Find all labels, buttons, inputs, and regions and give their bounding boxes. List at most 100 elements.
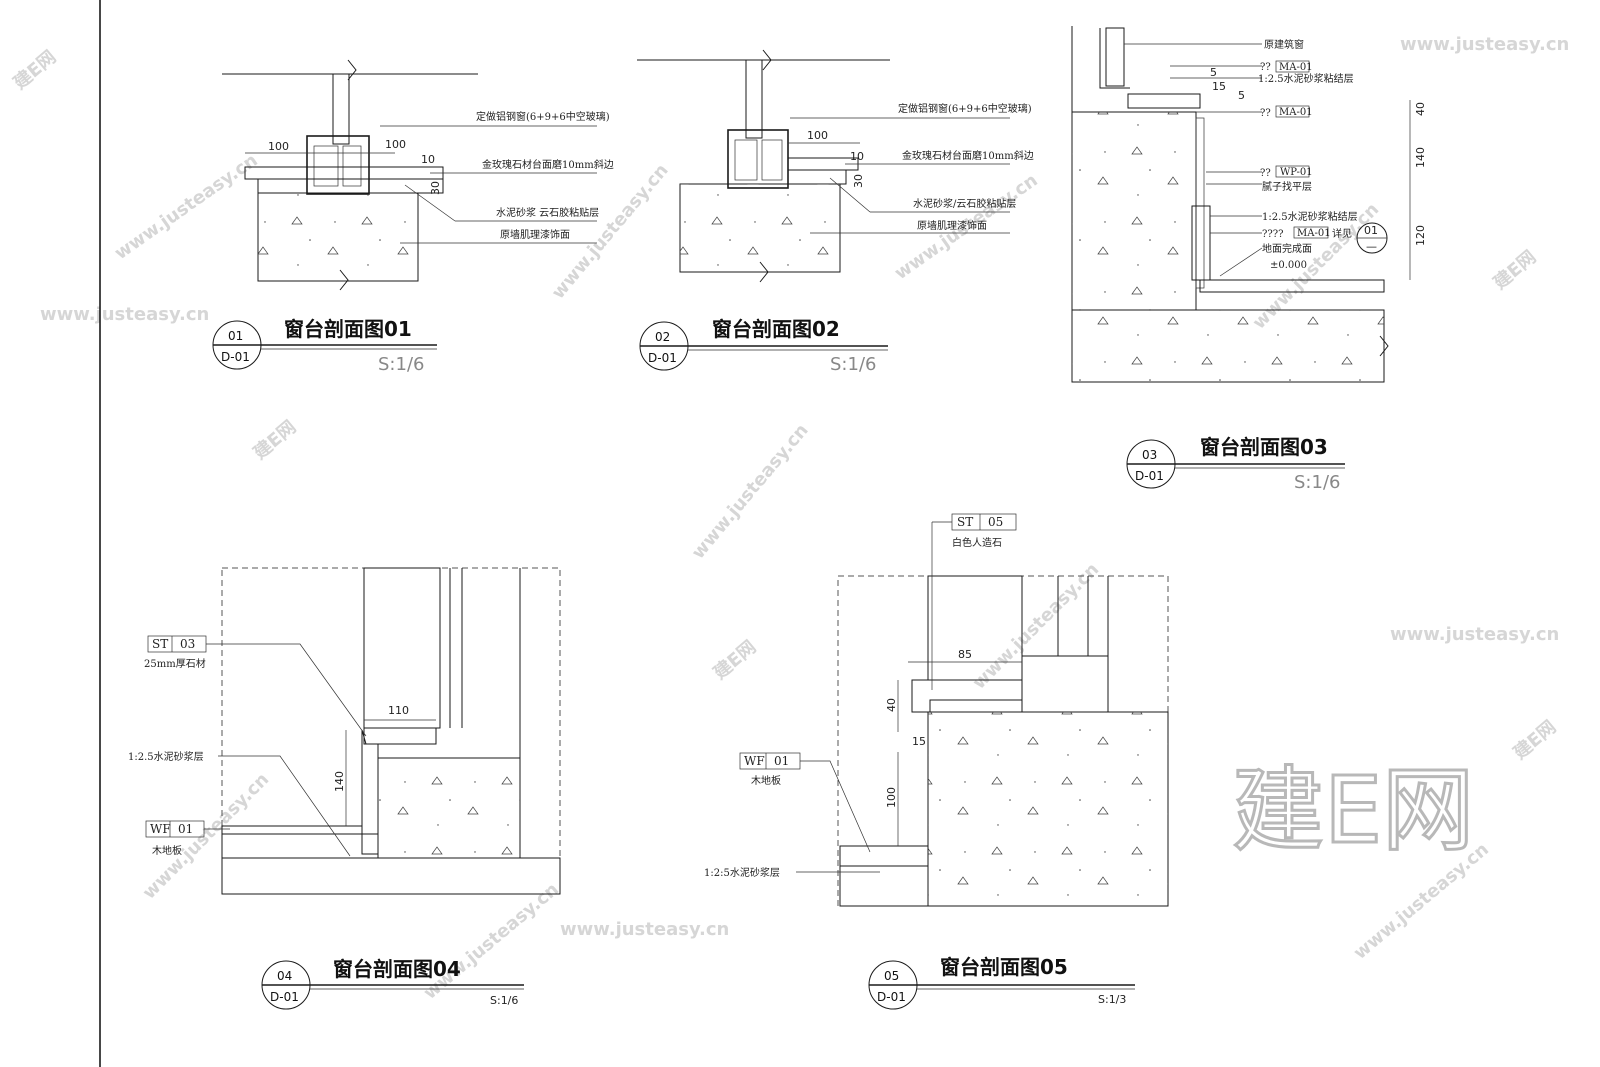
dimension-text: 15 xyxy=(1212,80,1226,93)
material-code: MA-01 xyxy=(1279,107,1313,118)
detail-04: 110 140 ST 03 25mm厚石材 1:2.5水泥砂浆层 WF 01 木… xyxy=(128,567,561,1010)
break-symbol xyxy=(762,49,772,71)
material-tag-number: 03 xyxy=(180,637,195,651)
dimension-text: 140 xyxy=(333,771,346,792)
watermark-url: www.justeasy.cn xyxy=(1400,34,1569,55)
material-note: 原墙肌理漆饰面 xyxy=(917,219,987,232)
detail-05: 85 40 15 100 ST 05 白色人造石 WF 01 木地板 1:2:5… xyxy=(704,513,1169,1010)
dimension-text: 110 xyxy=(388,704,409,717)
detail-03: 原建筑窗 ?? MA-01 1:2.5水泥砂浆粘结层 ?? MA-01 ?? W… xyxy=(1071,26,1427,493)
material-tag-number: 05 xyxy=(988,515,1003,529)
sheet-number: D-01 xyxy=(221,350,250,364)
dimension-text: 100 xyxy=(807,129,828,142)
material-note: 原建筑窗 xyxy=(1264,38,1304,51)
material-tag-desc: 木地板 xyxy=(751,774,781,787)
watermark-url: www.justeasy.cn xyxy=(40,304,209,325)
detail-number: 03 xyxy=(1142,448,1157,462)
detail-title: 窗台剖面图04 xyxy=(333,957,461,981)
material-note: 1:2.5水泥砂浆层 xyxy=(128,750,204,763)
material-note: 1:2.5水泥砂浆粘结层 xyxy=(1262,210,1358,223)
material-note: 1:2.5水泥砂浆粘结层 xyxy=(1258,72,1354,85)
mortar-layer xyxy=(839,865,929,907)
detail-title: 窗台剖面图03 xyxy=(1200,435,1328,459)
watermark-url: www.justeasy.cn xyxy=(560,919,729,940)
stone-countertop xyxy=(244,166,444,180)
putty-layer xyxy=(1195,117,1205,289)
dimension-text: 100 xyxy=(885,787,898,808)
dimension-text: 40 xyxy=(1414,102,1427,116)
material-tag-number: 01 xyxy=(774,754,789,768)
watermark-brand: 建E网 xyxy=(1509,716,1560,764)
level-mark: ±0.000 xyxy=(1270,260,1307,271)
material-note: ?? xyxy=(1260,168,1271,179)
mortar-layer xyxy=(787,169,847,185)
material-code: WP-01 xyxy=(1280,167,1313,178)
material-note: 原墙肌理漆饰面 xyxy=(500,228,570,241)
detail-02: 100 10 30 定做铝钢窗(6+9+6中空玻璃) 金玫瑰石材台面磨10mm斜… xyxy=(637,49,1034,375)
window-frame xyxy=(1099,28,1130,89)
detail-title: 窗台剖面图01 xyxy=(284,317,412,341)
material-tag-desc: 木地板 xyxy=(152,844,182,857)
detail-number: 05 xyxy=(884,969,899,983)
window-glass xyxy=(745,59,763,139)
reference-number: 01 xyxy=(1364,224,1378,237)
dimension-text: 100 xyxy=(385,138,406,151)
detail-number: 02 xyxy=(655,330,670,344)
material-note: 金玫瑰石材台面磨10mm斜边 xyxy=(482,158,614,171)
dimension-text: 5 xyxy=(1238,89,1245,102)
material-note: 定做铝钢窗(6+9+6中空玻璃) xyxy=(898,102,1032,115)
dimension-text: 10 xyxy=(850,150,864,163)
material-tag-code: WF xyxy=(744,754,765,768)
detail-title: 窗台剖面图02 xyxy=(712,317,840,341)
stone-sill xyxy=(911,679,1023,713)
dimension-text: 15 xyxy=(912,735,926,748)
sheet-number: D-01 xyxy=(1135,469,1164,483)
watermark-url: www.justeasy.cn xyxy=(688,420,813,563)
dimension-text: 100 xyxy=(268,140,289,153)
watermark-url: www.justeasy.cn xyxy=(1390,624,1559,645)
material-note: ?? xyxy=(1260,108,1271,119)
dimension-text: 30 xyxy=(429,181,442,195)
watermark-url: www.justeasy.cn xyxy=(111,150,262,264)
detail-scale: S:1/6 xyxy=(490,994,518,1007)
reference-sheet: — xyxy=(1366,240,1377,253)
material-tag-code: WF xyxy=(150,822,171,836)
stone-return xyxy=(361,729,379,855)
sheet-number: D-01 xyxy=(877,990,906,1004)
wood-floor xyxy=(839,845,929,867)
watermark-url: www.justeasy.cn xyxy=(139,769,274,904)
dimension-text: 30 xyxy=(852,174,865,188)
break-symbol xyxy=(759,261,769,283)
dimension-text: 10 xyxy=(421,153,435,166)
dimension-text: 5 xyxy=(1210,66,1217,79)
floor-slab xyxy=(221,857,561,895)
dimension-text: 40 xyxy=(885,698,898,712)
break-symbol xyxy=(347,59,357,81)
stone-sill xyxy=(363,727,437,745)
detail-number: 04 xyxy=(277,969,292,983)
material-note: 定做铝钢窗(6+9+6中空玻璃) xyxy=(476,110,610,123)
window-frame xyxy=(727,129,789,189)
material-note: ?? xyxy=(1260,62,1271,73)
watermark-url: www.justeasy.cn xyxy=(969,559,1104,694)
material-note: 水泥砂浆 云石胶粘贴层 xyxy=(496,206,599,219)
break-symbol xyxy=(339,269,349,291)
material-note: 水泥砂浆/云石胶粘贴层 xyxy=(913,197,1016,210)
watermark-brand: 建E网 xyxy=(249,416,300,464)
detail-title: 窗台剖面图05 xyxy=(940,955,1068,979)
material-note: 地面完成面 xyxy=(1262,242,1312,255)
watermark-brand: 建E网 xyxy=(709,636,760,684)
watermark-logo: 建E网 xyxy=(1232,757,1474,864)
stone-sill xyxy=(1127,93,1201,109)
material-note: 1:2:5水泥砂浆层 xyxy=(704,866,780,879)
detail-number: 01 xyxy=(228,329,243,343)
material-tag-desc: 白色人造石 xyxy=(952,536,1002,549)
detail-scale: S:1/6 xyxy=(378,354,424,375)
dimension-text: 85 xyxy=(958,648,972,661)
detail-scale: S:1/6 xyxy=(1294,472,1340,493)
detail-01: 100 100 10 30 定做铝钢窗(6+9+6中空玻璃) 金玫瑰石材台面磨1… xyxy=(212,59,614,375)
material-tag-number: 01 xyxy=(178,822,193,836)
detail-scale: S:1/6 xyxy=(830,354,876,375)
watermark-brand: 建E网 xyxy=(9,46,60,94)
